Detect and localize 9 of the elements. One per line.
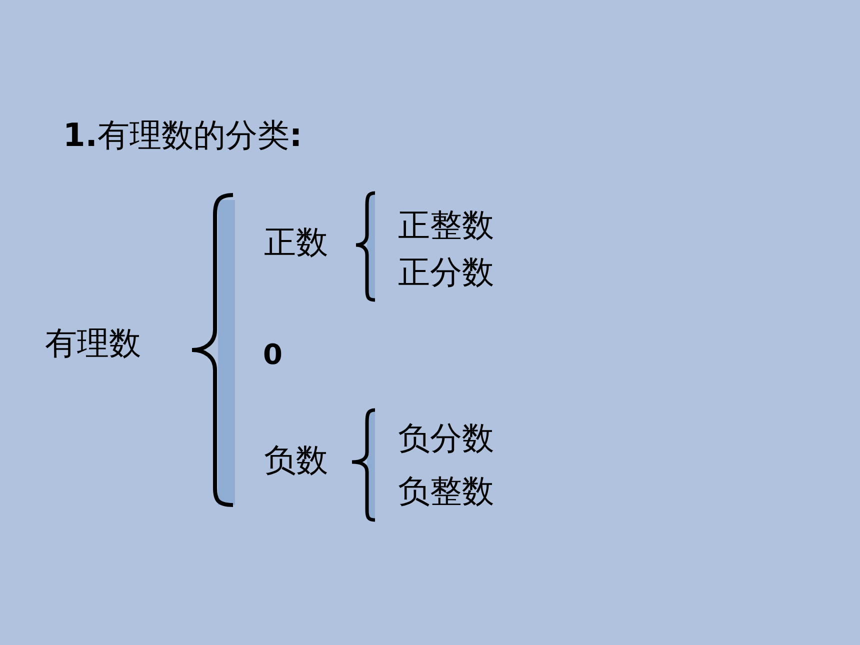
category-label: 有理数 (45, 323, 141, 363)
category-label: 正数 (264, 222, 328, 262)
title: 1.有理数的分类: (63, 115, 302, 155)
category-label: 0 (263, 337, 282, 373)
category-label: 正整数 (398, 205, 494, 245)
category-label: 正分数 (398, 252, 494, 292)
category-label: 负整数 (398, 471, 494, 511)
category-label: 负分数 (398, 418, 494, 458)
category-label: 负数 (264, 440, 328, 480)
